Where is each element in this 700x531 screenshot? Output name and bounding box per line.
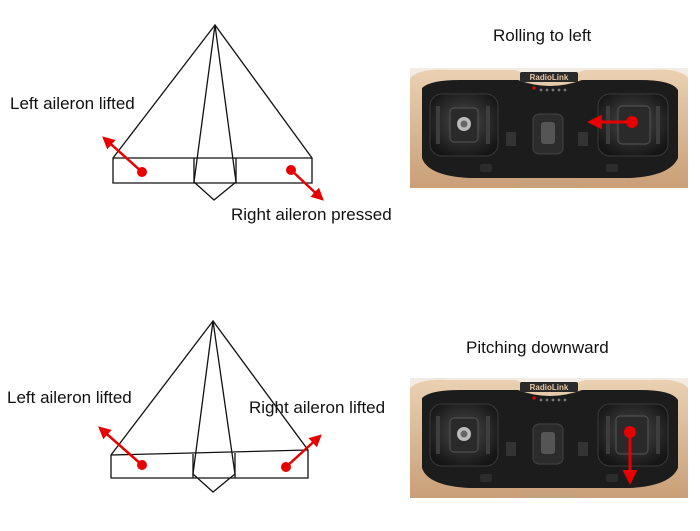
left-gimbal: [429, 93, 499, 157]
transmitter-brand: RadioLink: [530, 383, 569, 392]
transmitter-photo-rolling: RadioLink: [410, 68, 688, 188]
center-switches: [480, 113, 618, 188]
plane-diagram-pitching: [110, 319, 309, 493]
right-aileron-up-arrow: [285, 434, 322, 468]
label-left-aileron: Left aileron lifted: [7, 388, 132, 407]
status-leds: [532, 86, 567, 92]
plane-fuselage: [192, 320, 236, 493]
caption-rolling: Rolling to left: [493, 26, 592, 45]
caption-pitching: Pitching downward: [466, 338, 609, 357]
label-left-aileron: Left aileron lifted: [10, 94, 135, 113]
plane-wing-outline: [110, 319, 309, 479]
center-switches: [480, 423, 618, 498]
right-aileron-down-arrow: [290, 169, 324, 201]
status-leds: [532, 396, 567, 402]
plane-wing-outline: [112, 23, 313, 184]
transmitter-photo-pitching: RadioLink: [410, 378, 688, 498]
left-gimbal: [429, 403, 499, 467]
left-aileron-up-arrow: [98, 426, 143, 466]
left-aileron-up-arrow: [102, 136, 143, 173]
label-right-aileron: Right aileron pressed: [231, 205, 392, 224]
label-right-aileron: Right aileron lifted: [249, 398, 386, 417]
transmitter-brand: RadioLink: [530, 73, 569, 82]
plane-diagram-rolling: [112, 23, 313, 201]
plane-fuselage: [193, 24, 237, 201]
